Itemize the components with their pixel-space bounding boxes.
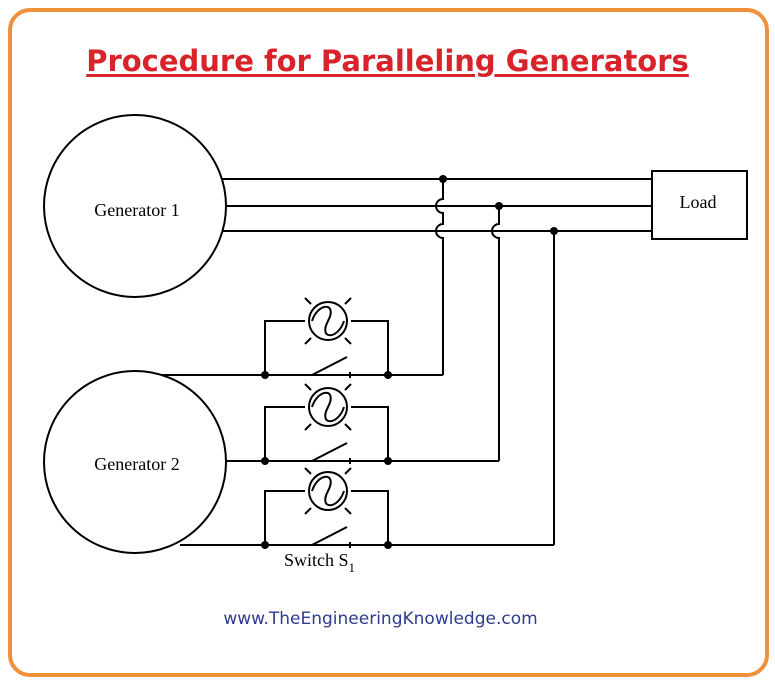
junction-dot	[439, 175, 447, 183]
lamp-loop-1	[264, 320, 389, 375]
generator-1-label: Generator 1	[94, 200, 179, 220]
switch-3	[302, 526, 351, 548]
switch-label: Switch S1	[284, 550, 355, 575]
junction-dot	[495, 202, 503, 210]
junction-dot	[261, 371, 269, 379]
junction-dot	[261, 457, 269, 465]
switch-2	[302, 442, 351, 464]
lamp-loop-3	[264, 490, 389, 545]
switch-label-main: Switch S	[284, 550, 349, 570]
junction-dot	[550, 227, 558, 235]
junction-dot	[261, 541, 269, 549]
lamp-2	[304, 383, 352, 431]
lamp-1	[304, 297, 352, 345]
website-url: www.TheEngineeringKnowledge.com	[223, 609, 538, 629]
generator-2-label: Generator 2	[94, 454, 179, 474]
load-label: Load	[680, 192, 717, 212]
junction-dot	[384, 371, 392, 379]
lamp-loop-2	[264, 406, 389, 461]
junction-dot	[384, 457, 392, 465]
switch-label-subscript: 1	[349, 560, 356, 575]
page-title: Procedure for Paralleling Generators	[86, 44, 689, 78]
drop-phase-1	[435, 179, 444, 375]
lamp-3	[304, 467, 352, 515]
junction-dot	[384, 541, 392, 549]
switch-1	[302, 356, 351, 378]
drop-phase-2	[491, 206, 500, 461]
